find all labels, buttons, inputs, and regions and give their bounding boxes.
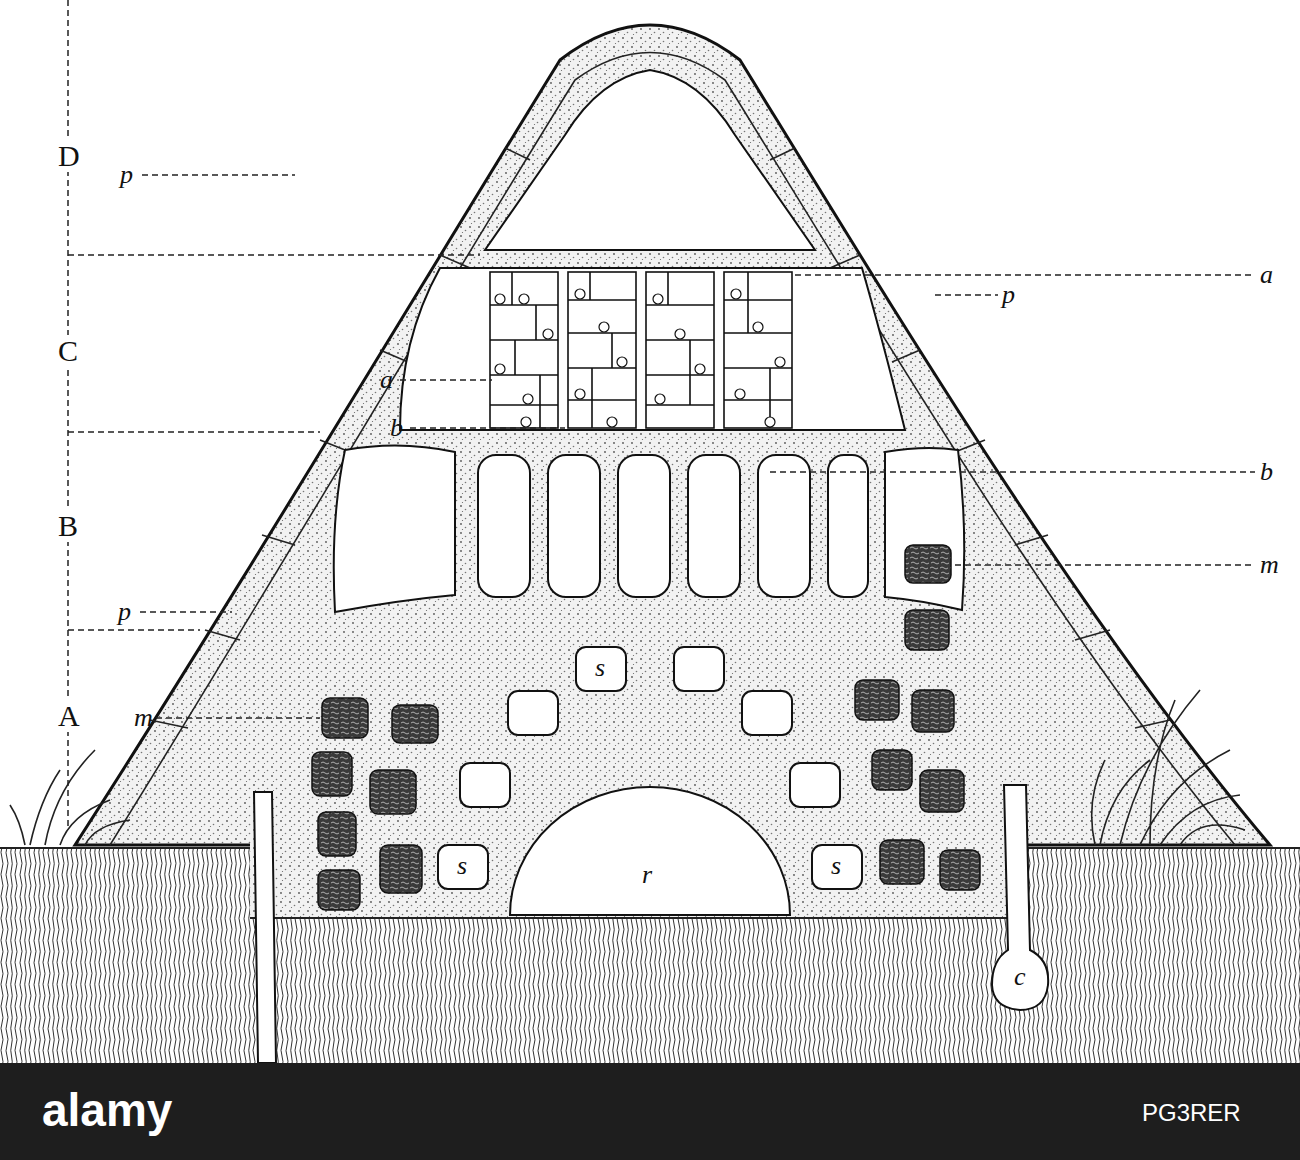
part-letter: m <box>132 703 155 733</box>
part-letter: p <box>1000 280 1017 310</box>
part-letter: b <box>388 413 405 443</box>
part-letter: s <box>593 653 607 683</box>
zone-letter: B <box>56 510 80 542</box>
mound <box>75 25 1270 1063</box>
part-letter: a <box>1258 260 1275 290</box>
image-id: PG3RER <box>1140 1098 1243 1128</box>
soil <box>0 848 1300 1063</box>
zone-letter: C <box>56 335 80 367</box>
leader-lines <box>68 0 1255 830</box>
part-letter: a <box>378 365 395 395</box>
watermark: alamy <box>40 1084 174 1136</box>
part-letter: m <box>1258 550 1281 580</box>
zone-letter: A <box>56 700 82 732</box>
part-letter: c <box>1012 962 1028 992</box>
footer-band <box>0 1063 1300 1160</box>
part-letter: p <box>116 597 133 627</box>
zone-letter: D <box>56 140 82 172</box>
plants <box>10 690 1245 845</box>
part-letter: r <box>640 860 654 890</box>
part-letter: p <box>118 160 135 190</box>
part-letter: b <box>1258 457 1275 487</box>
part-letter: s <box>455 851 469 881</box>
part-letter: s <box>829 851 843 881</box>
